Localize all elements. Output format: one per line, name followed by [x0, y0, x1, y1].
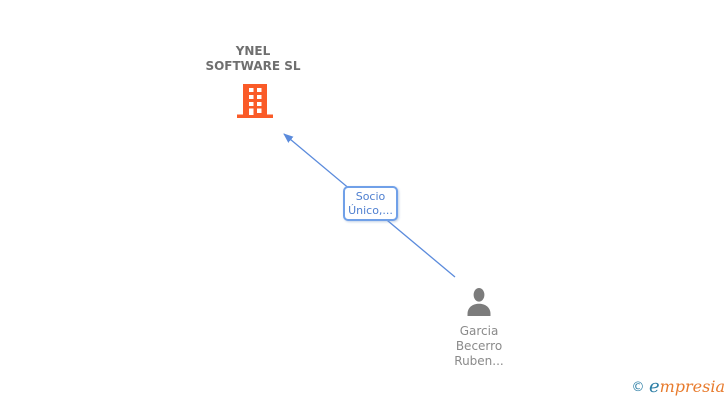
- company-node-label[interactable]: YNEL SOFTWARE SL: [205, 44, 301, 73]
- brand-watermark: © empresia: [631, 376, 725, 397]
- brand-logo-initial: e: [648, 376, 660, 397]
- person-node[interactable]: [465, 288, 493, 320]
- building-icon: [237, 84, 273, 118]
- brand-logo: empresia: [648, 376, 725, 397]
- brand-logo-rest: mpresia: [659, 377, 725, 396]
- company-node[interactable]: [237, 84, 273, 122]
- edge-label-box[interactable]: Socio Único,...: [343, 186, 398, 221]
- person-node-label[interactable]: Garcia Becerro Ruben...: [454, 324, 504, 368]
- edge-label-text: Socio Único,...: [348, 189, 393, 217]
- person-icon: [467, 288, 491, 316]
- copyright-icon: ©: [631, 380, 645, 395]
